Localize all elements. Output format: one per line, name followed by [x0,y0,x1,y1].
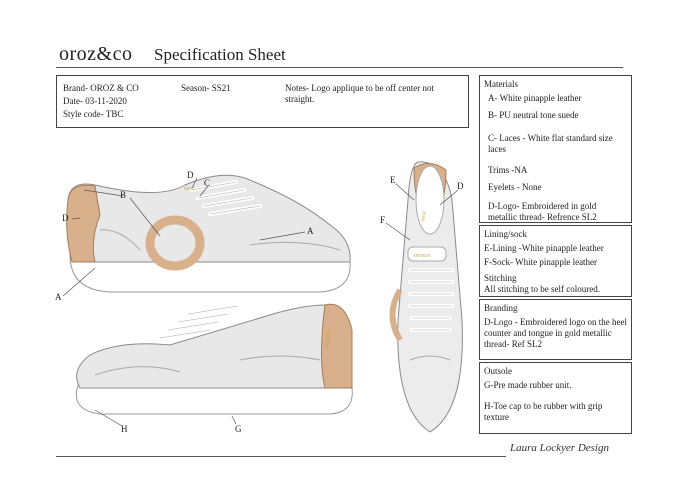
callout-d-top: D [187,170,194,180]
callout-g: G [235,424,242,434]
branding-panel: Branding D-Logo - Embroidered logo on th… [479,299,632,360]
shoe-side-view-bottom: orozo [75,303,353,415]
lining-e: E-Lining -White pinapple leather [484,243,604,253]
style-code-field: Style code- TBC [63,109,124,119]
callout-e: E [390,175,396,185]
svg-text:orozo: orozo [321,329,333,349]
svg-text:oroz: oroz [420,210,428,222]
season-field: Season- SS21 [181,83,231,93]
callout-b: B [120,190,127,200]
designer-signature: Laura Lockyer Design [510,442,609,454]
material-b: B- PU neutral tone suede [488,110,579,120]
materials-panel: Materials A- White pinapple leather B- P… [479,75,632,223]
date-field: Date- 03-11-2020 [63,96,127,106]
material-a: A- White pinapple leather [488,93,582,103]
brand-field: Brand- OROZ & CO [63,83,139,93]
outsole-h: H-Toe cap to be rubber with grip texture [484,401,603,422]
svg-text:orozco: orozco [414,253,430,259]
page-title: Specification Sheet [154,45,286,64]
callout-d-heel: D [62,213,69,223]
material-eyelets: Eyelets - None [488,182,542,192]
lining-f: F-Sock- White pinapple leather [484,257,598,267]
svg-text:oroz: oroz [184,186,195,192]
materials-heading: Materials [484,79,518,89]
outsole-g: G-Pre made rubber unit. [484,380,572,390]
callout-a-toe: A [307,226,314,236]
callout-a-heel: A [55,292,62,302]
footer-divider [56,456,506,457]
outsole-heading: Outsole [484,366,512,376]
branding-d: D-Logo - Embroidered logo on the heel co… [484,317,627,349]
outsole-panel: Outsole G-Pre made rubber unit. H-Toe ca… [479,362,632,434]
lining-heading: Lining/sock [484,229,527,239]
lining-panel: Lining/sock E-Lining -White pinapple lea… [479,225,632,297]
title-divider [56,67,623,68]
stitching-label: Stitching [484,273,517,283]
material-d: D-Logo- Embroidered in gold metallic thr… [488,201,597,222]
callout-lines [62,177,459,427]
shoe-side-view-top: oroz [66,174,351,293]
callout-f: F [380,215,386,225]
notes-line-1: Notes- Logo applique to be off center no… [285,83,435,93]
branding-heading: Branding [484,303,518,313]
callout-d-topview: D [457,181,464,191]
material-c: C- Laces - White flat standard size lace… [488,133,613,154]
stitching-text: All stitching to be self coloured. [484,284,600,294]
info-box: Brand- OROZ & CO Date- 03-11-2020 Style … [56,75,469,128]
callout-c: C [204,178,211,188]
shoe-top-view: oroz orozco [389,161,463,433]
callout-h: H [121,424,128,434]
brand-logo: oroz&co [59,43,133,65]
material-trims: Trims -NA [488,165,528,175]
notes-line-2: straight. [285,94,315,104]
